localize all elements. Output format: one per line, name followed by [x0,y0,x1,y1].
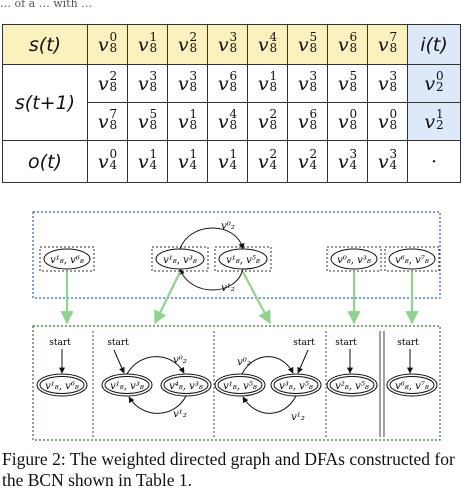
dfa-box [32,325,441,441]
svg-text:v¹₈, v⁵₈: v¹₈, v⁵₈ [223,381,257,392]
map-arrow-2 [242,271,271,325]
figure-caption: Figure 2: The weighted directed graph an… [2,449,455,490]
top-edge-label-1: v¹₂ [221,283,235,294]
svg-text:v⁰₈, v³₈: v⁰₈, v³₈ [337,255,371,266]
top-edge-upper [179,227,245,250]
svg-text:v¹₈, v⁶₈: v¹₈, v⁶₈ [45,381,79,392]
svg-text:v⁶₈, v⁷₈: v⁶₈, v⁷₈ [395,255,429,266]
svg-text:v¹₈, v⁶₈: v¹₈, v⁶₈ [50,255,84,266]
top-node-1: v¹₈, v³₈ [151,246,209,272]
svg-text:v¹₈, v³₈: v¹₈, v³₈ [163,255,197,266]
dfa2-edge-lower [128,395,187,414]
svg-text:v⁶₈, v⁷₈: v⁶₈, v⁷₈ [395,381,429,392]
dfa-node-0: v¹₈, v⁶₈ [36,373,88,397]
graph-figure: v¹₈, v⁶₈ v¹₈, v³₈ v¹₈, v⁵₈ v⁰₈, v³₈ v⁶₈,… [32,211,441,441]
next-state-label: s(t+1) [2,64,88,141]
dfa2-edge-label-0: v⁰₂ [173,355,187,366]
dfa3-edge-lower [242,395,297,414]
output-input-cell: · [407,140,461,183]
top-node-2: v¹₈, v⁵₈ [214,246,272,272]
top-node-3: v⁰₈, v³₈ [326,246,382,272]
start-label-3: start [335,338,357,348]
svg-text:v¹₈, v⁵₈: v¹₈, v⁵₈ [226,255,260,266]
start-arrow-2 [297,349,309,374]
dfa-node-5: v²₈, v⁵₈ [326,373,378,397]
top-edge-label-0: v⁰₂ [221,221,235,232]
top-node-0: v¹₈, v⁶₈ [39,246,95,272]
dfa3-edge-label-1: v¹₂ [291,412,305,423]
svg-text:v³₈, v⁵₈: v³₈, v⁵₈ [279,381,313,392]
top-edge-lower [178,268,244,291]
svg-text:v⁴₈, v³₈: v⁴₈, v³₈ [169,381,203,392]
dfa-node-6: v⁶₈, v⁷₈ [386,373,438,397]
start-label-4: start [397,338,419,348]
svg-text:v¹₈, v³₈: v¹₈, v³₈ [110,381,144,392]
cropped-header-text: … of a … with … [0,0,93,10]
start-arrow-1 [113,349,125,374]
dfa2-edge-label-1: v¹₂ [173,409,187,420]
top-node-4: v⁶₈, v⁷₈ [384,246,440,272]
dfa3-edge-upper [241,356,294,375]
dfa-node-1: v¹₈, v³₈ [101,373,153,397]
start-label-1: start [107,338,129,348]
svg-text:v²₈, v⁵₈: v²₈, v⁵₈ [335,381,369,392]
map-arrow-1 [154,271,181,325]
dfa-node-2: v⁴₈, v³₈ [160,373,212,397]
dfa2-edge-upper [126,356,185,375]
input-header: i(t) [407,24,461,65]
state-header: s(t) [2,24,88,65]
dfa-node-3: v¹₈, v⁵₈ [214,373,266,397]
output-label: o(t) [2,140,88,183]
start-label-2: start [293,338,315,348]
weighted-graph-box [32,211,441,299]
start-label-0: start [49,338,71,348]
dfa-node-4: v³₈, v⁵₈ [270,373,322,397]
dfa3-edge-label-0: v⁰₂ [237,357,251,368]
